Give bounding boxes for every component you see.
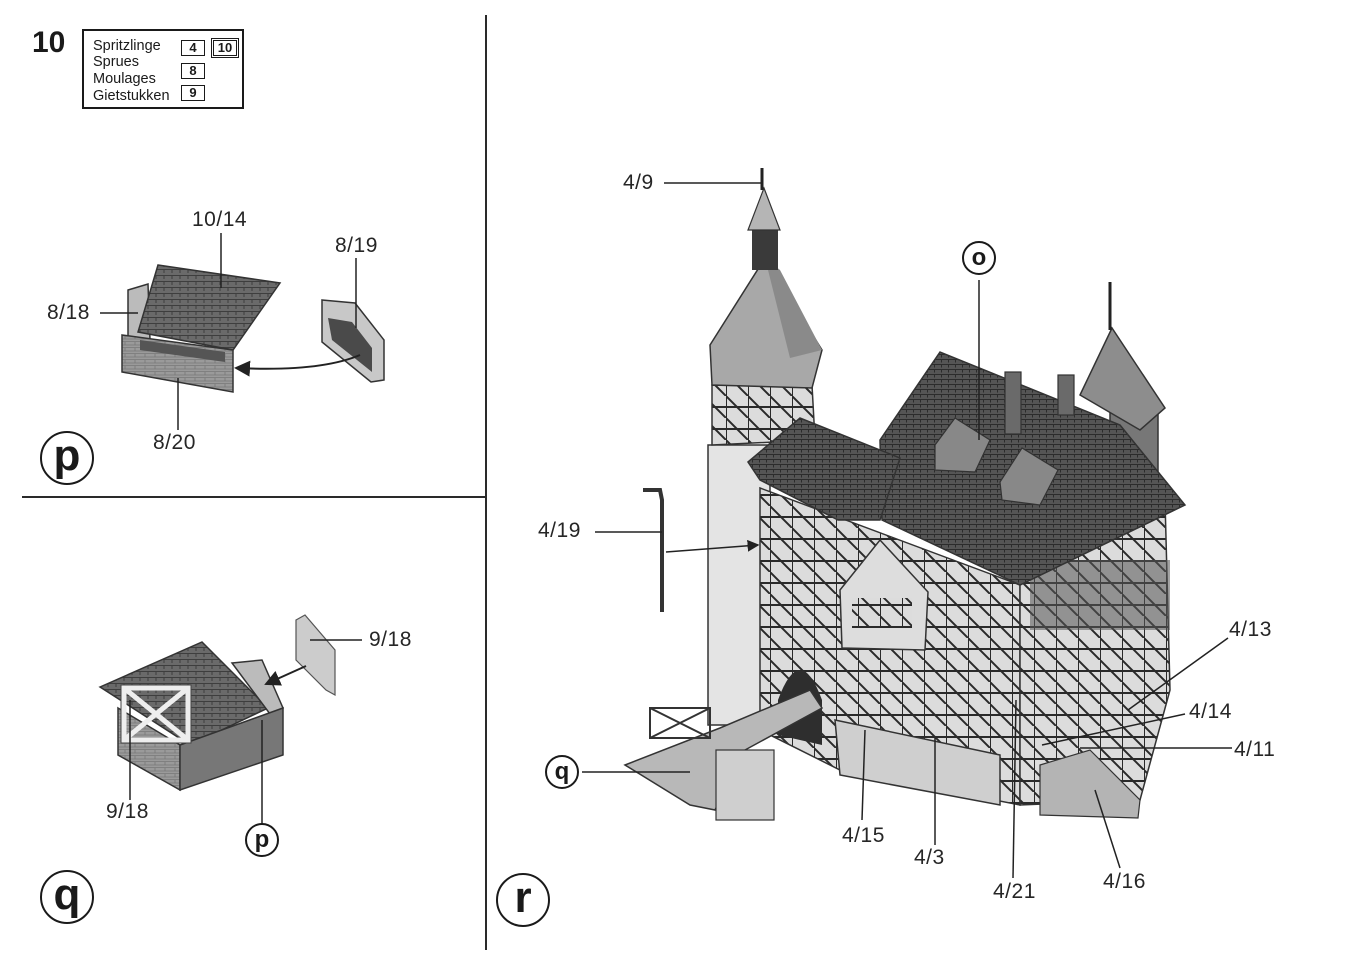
panel-badge-r: r [496, 873, 550, 927]
ref-badge-q: q [545, 755, 579, 789]
label-panel-9-18: 9/18 [369, 628, 412, 652]
label-4-15: 4/15 [842, 824, 885, 848]
label-spire-4-9: 4/9 [623, 171, 654, 195]
label-roof-10-14: 10/14 [192, 208, 247, 232]
label-4-21: 4/21 [993, 880, 1036, 904]
label-side-8-18: 8/18 [47, 301, 90, 325]
label-4-16: 4/16 [1103, 870, 1146, 894]
label-railing-9-18: 9/18 [106, 800, 149, 824]
panel-badge-p: p [40, 431, 94, 485]
label-4-11: 4/11 [1234, 738, 1275, 762]
label-insert-8-19: 8/19 [335, 234, 378, 258]
panel-q-illustration [100, 615, 362, 824]
label-wall-8-20: 8/20 [153, 431, 196, 455]
ref-badge-o: o [962, 241, 996, 275]
panel-badge-q: q [40, 870, 94, 924]
ref-badge-p: p [245, 823, 279, 857]
panel-p-illustration [100, 233, 384, 430]
label-4-3: 4/3 [914, 846, 945, 870]
panel-r-illustration [582, 168, 1232, 878]
label-4-13: 4/13 [1229, 618, 1272, 642]
label-downpipe-4-19: 4/19 [538, 519, 581, 543]
label-4-14: 4/14 [1189, 700, 1232, 724]
